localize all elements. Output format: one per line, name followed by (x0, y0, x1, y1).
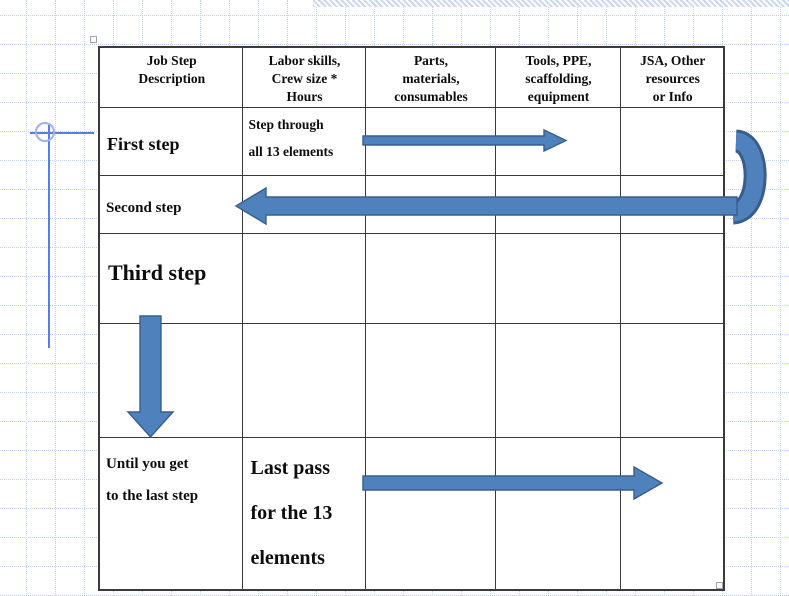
grid-line-vertical (26, 0, 27, 596)
empty-cell[interactable] (619, 322, 725, 438)
empty-cell[interactable] (494, 232, 621, 324)
first-step-label: First step (107, 133, 180, 154)
empty-cell[interactable] (98, 322, 243, 438)
header-cell-labor-skills[interactable]: Labor skills, Crew size * Hours (241, 46, 366, 108)
grid-line-horizontal (0, 44, 789, 45)
cell-last-pass-note[interactable]: Last pass for the 13 elements (241, 436, 366, 591)
empty-cell[interactable] (619, 174, 725, 234)
grid-line-vertical (780, 0, 781, 596)
empty-cell[interactable] (364, 174, 496, 234)
grid-line-vertical (751, 0, 752, 596)
empty-cell[interactable] (494, 322, 621, 438)
job-steps-table: Job Step Description Labor skills, Crew … (98, 46, 725, 592)
selection-handle-top-left[interactable] (90, 36, 97, 43)
last-pass-note: Last pass for the 13 elements (250, 456, 333, 569)
guide-vertical-line[interactable] (48, 125, 50, 348)
cell-first-step[interactable]: First step (98, 106, 243, 176)
header-cell-tools[interactable]: Tools, PPE, scaffolding, equipment (494, 46, 621, 108)
empty-cell[interactable] (619, 232, 725, 324)
empty-cell[interactable] (619, 436, 725, 591)
header-label: JSA, Other resources or Info (640, 53, 706, 105)
grid-line-vertical (55, 0, 56, 596)
second-step-label: Second step (106, 199, 182, 216)
header-cell-parts[interactable]: Parts, materials, consumables (364, 46, 496, 108)
empty-cell[interactable] (494, 174, 621, 234)
empty-cell[interactable] (364, 232, 496, 324)
selection-handle-bottom-right[interactable] (716, 582, 723, 589)
grid-line-horizontal (0, 15, 789, 16)
step-through-note: Step through all 13 elements (248, 116, 334, 159)
header-label: Parts, materials, consumables (394, 53, 468, 105)
empty-cell[interactable] (364, 106, 496, 176)
guide-circle[interactable] (35, 122, 55, 142)
header-cell-jsa[interactable]: JSA, Other resources or Info (619, 46, 725, 108)
empty-cell[interactable] (364, 322, 496, 438)
grid-line-vertical (84, 0, 85, 596)
cell-step-through-note[interactable]: Step through all 13 elements (241, 106, 366, 176)
empty-cell[interactable] (241, 174, 366, 234)
empty-cell[interactable] (494, 106, 621, 176)
guide-horizontal-line[interactable] (30, 132, 94, 134)
third-step-label: Third step (108, 259, 207, 285)
cell-until-last-step[interactable]: Until you get to the last step (98, 436, 243, 591)
until-last-step-label: Until you get to the last step (106, 455, 199, 504)
empty-cell[interactable] (241, 322, 366, 438)
empty-cell[interactable] (619, 106, 725, 176)
cell-third-step[interactable]: Third step (98, 232, 243, 324)
empty-cell[interactable] (241, 232, 366, 324)
cell-second-step[interactable]: Second step (98, 174, 243, 234)
header-label: Job Step Description (138, 53, 206, 87)
header-cell-job-step[interactable]: Job Step Description (98, 46, 243, 108)
header-label: Labor skills, Crew size * Hours (268, 53, 341, 105)
empty-cell[interactable] (364, 436, 496, 591)
top-selection-strip (313, 0, 789, 7)
empty-cell[interactable] (494, 436, 621, 591)
header-label: Tools, PPE, scaffolding, equipment (525, 53, 592, 105)
